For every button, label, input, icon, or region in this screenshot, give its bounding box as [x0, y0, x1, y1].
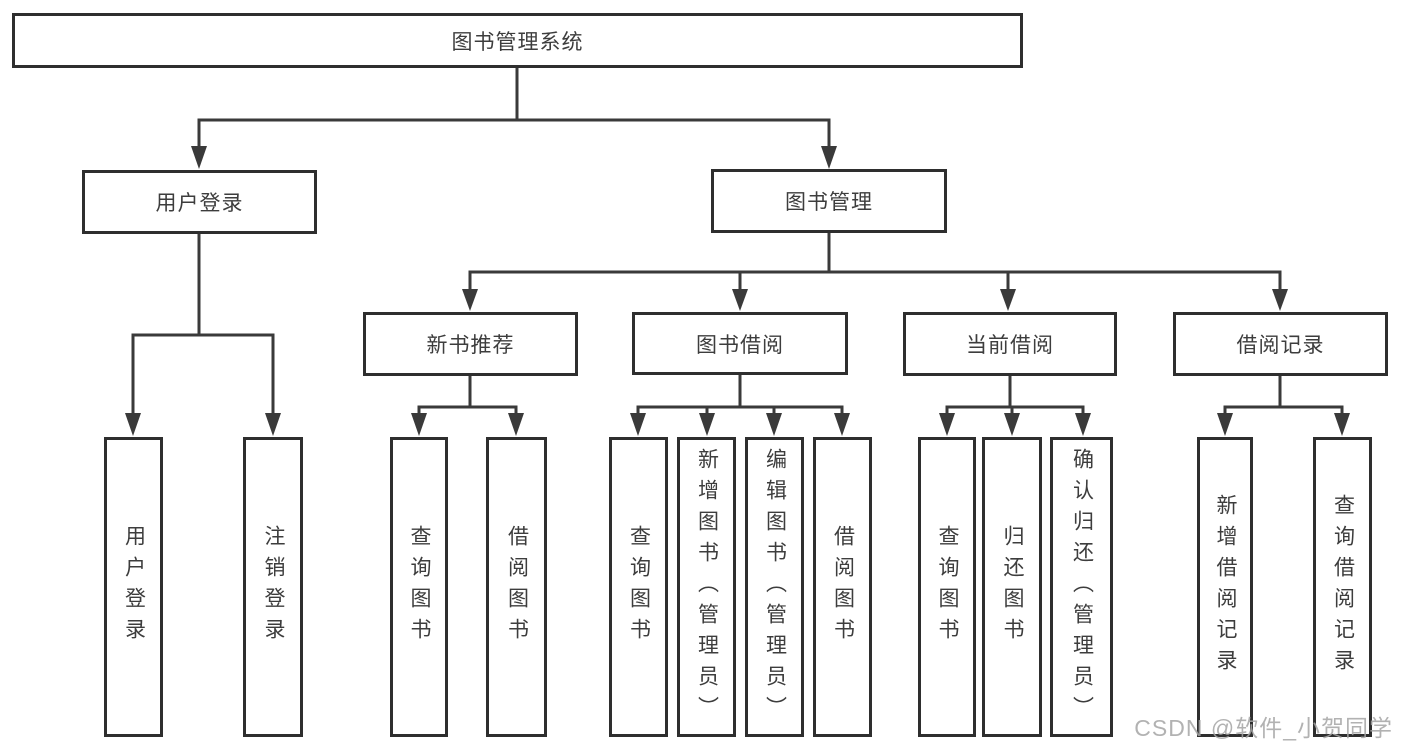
leaf-borrow-query-books: 查询图书 — [609, 437, 668, 737]
node-user-login: 用户登录 — [82, 170, 317, 234]
leaf-current-query-books: 查询图书 — [918, 437, 976, 737]
leaf-query-borrow-record: 查询借阅记录 — [1313, 437, 1372, 737]
node-book-management: 图书管理 — [711, 169, 947, 233]
node-book-borrow: 图书借阅 — [632, 312, 848, 375]
node-new-book-recommend: 新书推荐 — [363, 312, 578, 376]
node-borrow-records: 借阅记录 — [1173, 312, 1388, 376]
node-current-borrow: 当前借阅 — [903, 312, 1117, 376]
node-library-management-system: 图书管理系统 — [12, 13, 1023, 68]
leaf-recommend-borrow-books: 借阅图书 — [486, 437, 547, 737]
watermark: CSDN @软件_小贺同学 — [1134, 715, 1393, 741]
leaf-confirm-return-admin: 确认归还（管理员） — [1050, 437, 1113, 737]
leaf-return-books: 归还图书 — [982, 437, 1042, 737]
leaf-edit-books-admin: 编辑图书（管理员） — [745, 437, 804, 737]
leaf-recommend-query-books: 查询图书 — [390, 437, 448, 737]
leaf-add-books-admin: 新增图书（管理员） — [677, 437, 736, 737]
leaf-logout: 注销登录 — [243, 437, 303, 737]
leaf-borrow-books: 借阅图书 — [813, 437, 872, 737]
leaf-user-login: 用户登录 — [104, 437, 163, 737]
leaf-add-borrow-record: 新增借阅记录 — [1197, 437, 1253, 737]
